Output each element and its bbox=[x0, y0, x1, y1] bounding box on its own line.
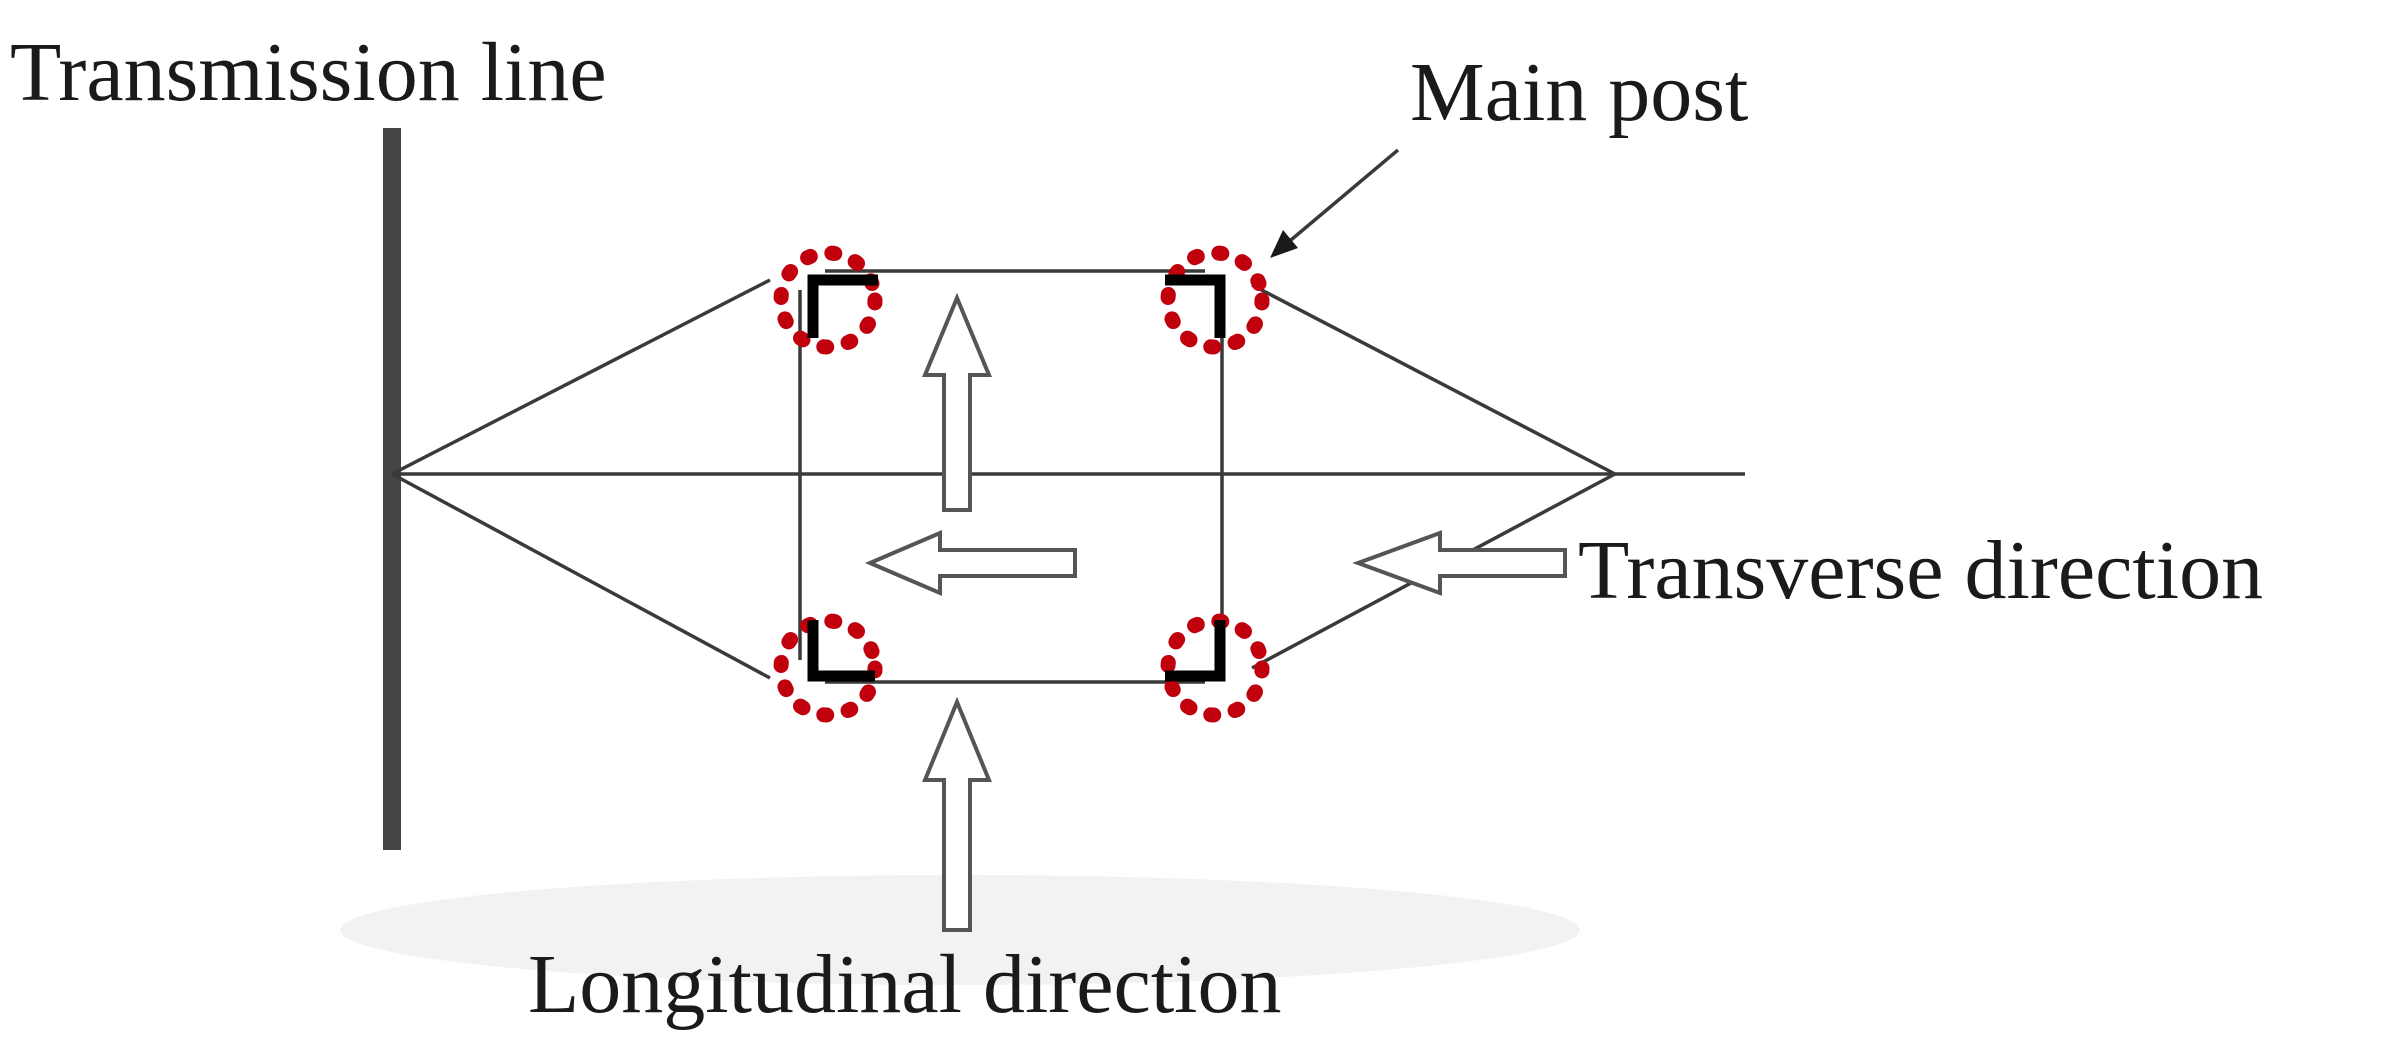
up-arrow-icon bbox=[922, 292, 992, 512]
post-marker-icon bbox=[773, 245, 883, 355]
left-arrow-icon bbox=[864, 529, 1077, 597]
transmission-line-label: Transmission line bbox=[10, 26, 607, 119]
main-post-label: Main post bbox=[1410, 46, 1748, 139]
angle-post-icon bbox=[1165, 274, 1226, 338]
post-marker-icon bbox=[773, 613, 883, 723]
angle-post-icon bbox=[807, 620, 875, 682]
main-post-bottom-right bbox=[1160, 613, 1270, 723]
main-post-bottom-left bbox=[773, 613, 883, 723]
post-marker-icon bbox=[1160, 245, 1270, 355]
main-post-leader bbox=[1283, 148, 1400, 247]
left-upper-diagonal bbox=[391, 278, 771, 476]
structure-lines bbox=[391, 148, 1745, 684]
longitudinal-direction-label: Longitudinal direction bbox=[528, 938, 1282, 1031]
transverse-direction-label: Transverse direction bbox=[1578, 524, 2263, 617]
right-upper-diagonal bbox=[1251, 283, 1616, 476]
longitudinal-arrow-icon bbox=[922, 696, 992, 932]
angle-post-icon bbox=[807, 274, 878, 338]
main-post-top-right bbox=[1160, 245, 1270, 355]
main-post-top-left bbox=[773, 245, 883, 355]
main-post-leader-arrowhead bbox=[1270, 230, 1298, 258]
left-lower-diagonal bbox=[391, 472, 771, 680]
angle-post-icon bbox=[1165, 620, 1226, 682]
transverse-arrow-icon bbox=[1352, 530, 1567, 596]
